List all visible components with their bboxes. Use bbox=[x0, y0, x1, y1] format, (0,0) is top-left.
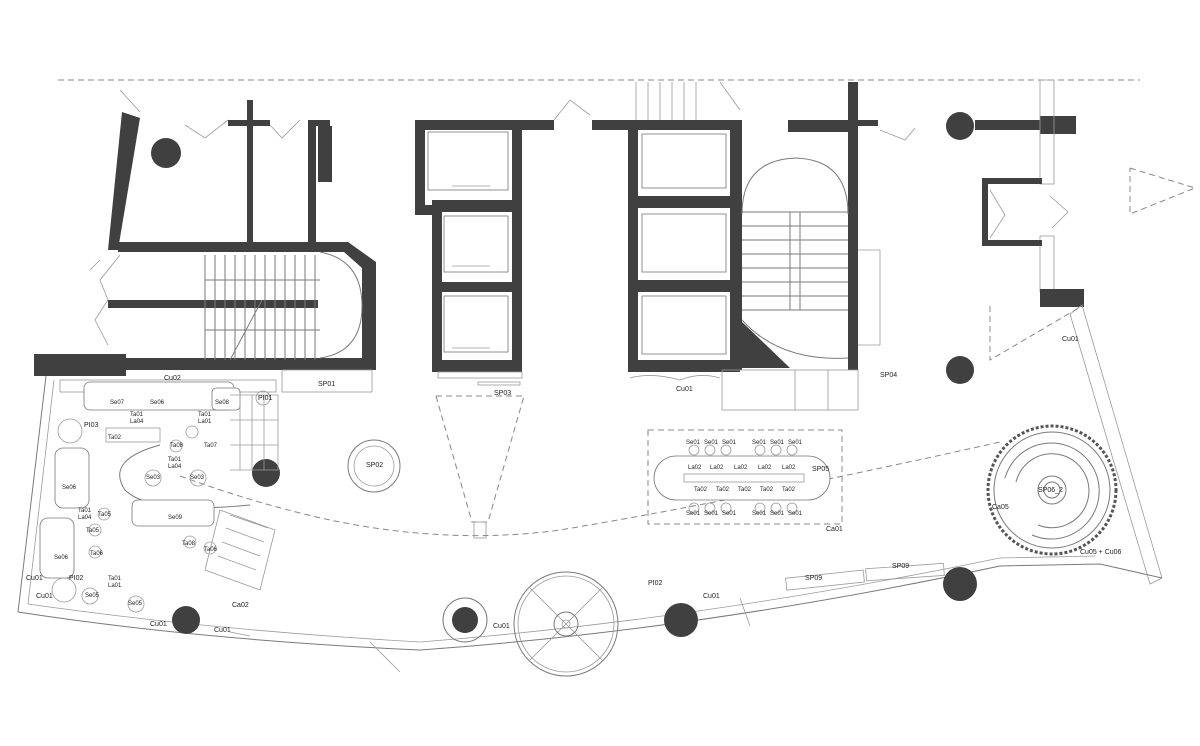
label-se03: Se03 bbox=[146, 475, 161, 481]
label-se01: Se01 bbox=[704, 440, 719, 446]
meeting-table-zone bbox=[647, 429, 843, 525]
label-se07: Se07 bbox=[110, 400, 125, 406]
east-facade bbox=[982, 79, 1197, 585]
label-cu01: Cu01 bbox=[26, 575, 43, 582]
lounge-zone bbox=[39, 379, 279, 613]
label-se01: Se01 bbox=[788, 440, 803, 446]
label-ta02: Ta02 bbox=[694, 487, 708, 493]
label-pi01: PI01 bbox=[258, 395, 273, 402]
label-se06: Se06 bbox=[62, 485, 77, 491]
label-ta02: Ta02 bbox=[760, 487, 774, 493]
label-ta01-la01: Ta01 bbox=[198, 412, 212, 418]
label-ta01-la01: Ta01 bbox=[108, 576, 122, 582]
label-pi02: PI02 bbox=[648, 580, 663, 587]
sp02-circle bbox=[347, 439, 401, 493]
column bbox=[151, 138, 181, 168]
sp-labels: SP01 SP02 SP03 SP04 SP05 SP06_2 SP09 SP0… bbox=[318, 372, 1063, 582]
label-cu01: Cu01 bbox=[36, 593, 53, 600]
label-pi03: PI03 bbox=[84, 422, 99, 429]
label-ca02: Ca02 bbox=[232, 602, 249, 609]
label-se06: Se06 bbox=[54, 555, 69, 561]
label-cu01: Cu01 bbox=[1062, 336, 1079, 343]
label-pi02: PI02 bbox=[69, 575, 84, 582]
label-la02: La02 bbox=[782, 465, 796, 471]
label-sp09-b: SP09 bbox=[892, 563, 909, 570]
label-se01: Se01 bbox=[752, 511, 767, 517]
label-cu01: Cu01 bbox=[150, 621, 167, 628]
label-se01: Se01 bbox=[722, 440, 737, 446]
label-la02: La02 bbox=[688, 465, 702, 471]
label-ta07: Ta07 bbox=[204, 443, 218, 449]
label-se05: Se05 bbox=[85, 593, 100, 599]
lift-core-a bbox=[415, 120, 554, 386]
label-ta08: Ta08 bbox=[170, 443, 184, 449]
label-ta01-la04: Ta01 bbox=[78, 508, 92, 514]
label-ta02: Ta02 bbox=[716, 487, 730, 493]
label-la02: La02 bbox=[734, 465, 748, 471]
label-ta05: Ta05 bbox=[98, 512, 112, 518]
label-se01: Se01 bbox=[752, 440, 767, 446]
label-ta01-la01: La01 bbox=[108, 583, 122, 589]
label-se08: Se08 bbox=[215, 400, 230, 406]
label-se01: Se01 bbox=[722, 511, 737, 517]
label-ta06: Ta06 bbox=[90, 551, 104, 557]
label-cu01: Cu01 bbox=[676, 386, 693, 393]
label-se01: Se01 bbox=[686, 511, 701, 517]
structural-columns bbox=[172, 356, 977, 643]
label-sp04: SP04 bbox=[880, 372, 897, 379]
furniture-labels: PI01 PI02 PI02 PI03 Se07 Se06 Se08 Ta01 … bbox=[54, 395, 663, 607]
label-ta02: Ta02 bbox=[782, 487, 796, 493]
label-sp06-2: SP06_2 bbox=[1038, 487, 1063, 494]
label-ta02: Ta02 bbox=[108, 435, 122, 441]
label-sp02: SP02 bbox=[366, 462, 383, 469]
label-ta05: Ta05 bbox=[86, 528, 100, 534]
round-pavilion bbox=[513, 571, 619, 677]
lift-core-b bbox=[553, 81, 1076, 411]
label-sp09-a: SP09 bbox=[805, 575, 822, 582]
finish-labels: Cu01 Cu01 Cu01 Cu01 Cu01 Cu01 Cu01 Cu01 … bbox=[26, 336, 1122, 634]
label-ta08: Ta08 bbox=[182, 541, 196, 547]
meeting-labels: Se01 Se01 Se01 Se01 Se01 Se01 Se01 Se01 … bbox=[686, 440, 803, 517]
label-se05: Se05 bbox=[128, 601, 143, 607]
west-stair-core bbox=[34, 89, 376, 393]
label-ta01-la04: La04 bbox=[168, 464, 182, 470]
label-ca05: Ca05 bbox=[992, 504, 1009, 511]
label-se09: Se09 bbox=[168, 515, 183, 521]
column bbox=[946, 112, 974, 140]
sp03-projection bbox=[435, 395, 525, 523]
label-se01: Se01 bbox=[704, 511, 719, 517]
circular-feature-ca05 bbox=[986, 424, 1118, 556]
label-ta02: Ta02 bbox=[738, 487, 752, 493]
label-se06: Se06 bbox=[150, 400, 165, 406]
label-cu01: Cu01 bbox=[214, 627, 231, 634]
label-ta01-la04: La04 bbox=[78, 515, 92, 521]
label-se01: Se01 bbox=[788, 511, 803, 517]
label-ta06: Ta06 bbox=[204, 547, 218, 553]
label-se01: Se01 bbox=[770, 511, 785, 517]
label-cu02: Cu02 bbox=[164, 375, 181, 382]
label-se01: Se01 bbox=[686, 440, 701, 446]
label-se03: Se03 bbox=[190, 475, 205, 481]
label-ta01-la04: La04 bbox=[130, 419, 144, 425]
label-se01: Se01 bbox=[770, 440, 785, 446]
label-ta01-la04: Ta01 bbox=[168, 457, 182, 463]
label-la02: La02 bbox=[758, 465, 772, 471]
label-cu01: Cu01 bbox=[493, 623, 510, 630]
label-sp03: SP03 bbox=[494, 390, 511, 397]
label-sp05: SP05 bbox=[812, 466, 829, 473]
label-cu01: Cu01 bbox=[703, 593, 720, 600]
label-ca01: Ca01 bbox=[826, 526, 843, 533]
label-ta01-la04: Ta01 bbox=[130, 412, 144, 418]
label-ta01-la01: La01 bbox=[198, 419, 212, 425]
path-curve bbox=[179, 441, 1001, 537]
label-cu05-cu06: Cu05 + Cu06 bbox=[1080, 549, 1122, 556]
label-la02: La02 bbox=[710, 465, 724, 471]
label-sp01: SP01 bbox=[318, 381, 335, 388]
